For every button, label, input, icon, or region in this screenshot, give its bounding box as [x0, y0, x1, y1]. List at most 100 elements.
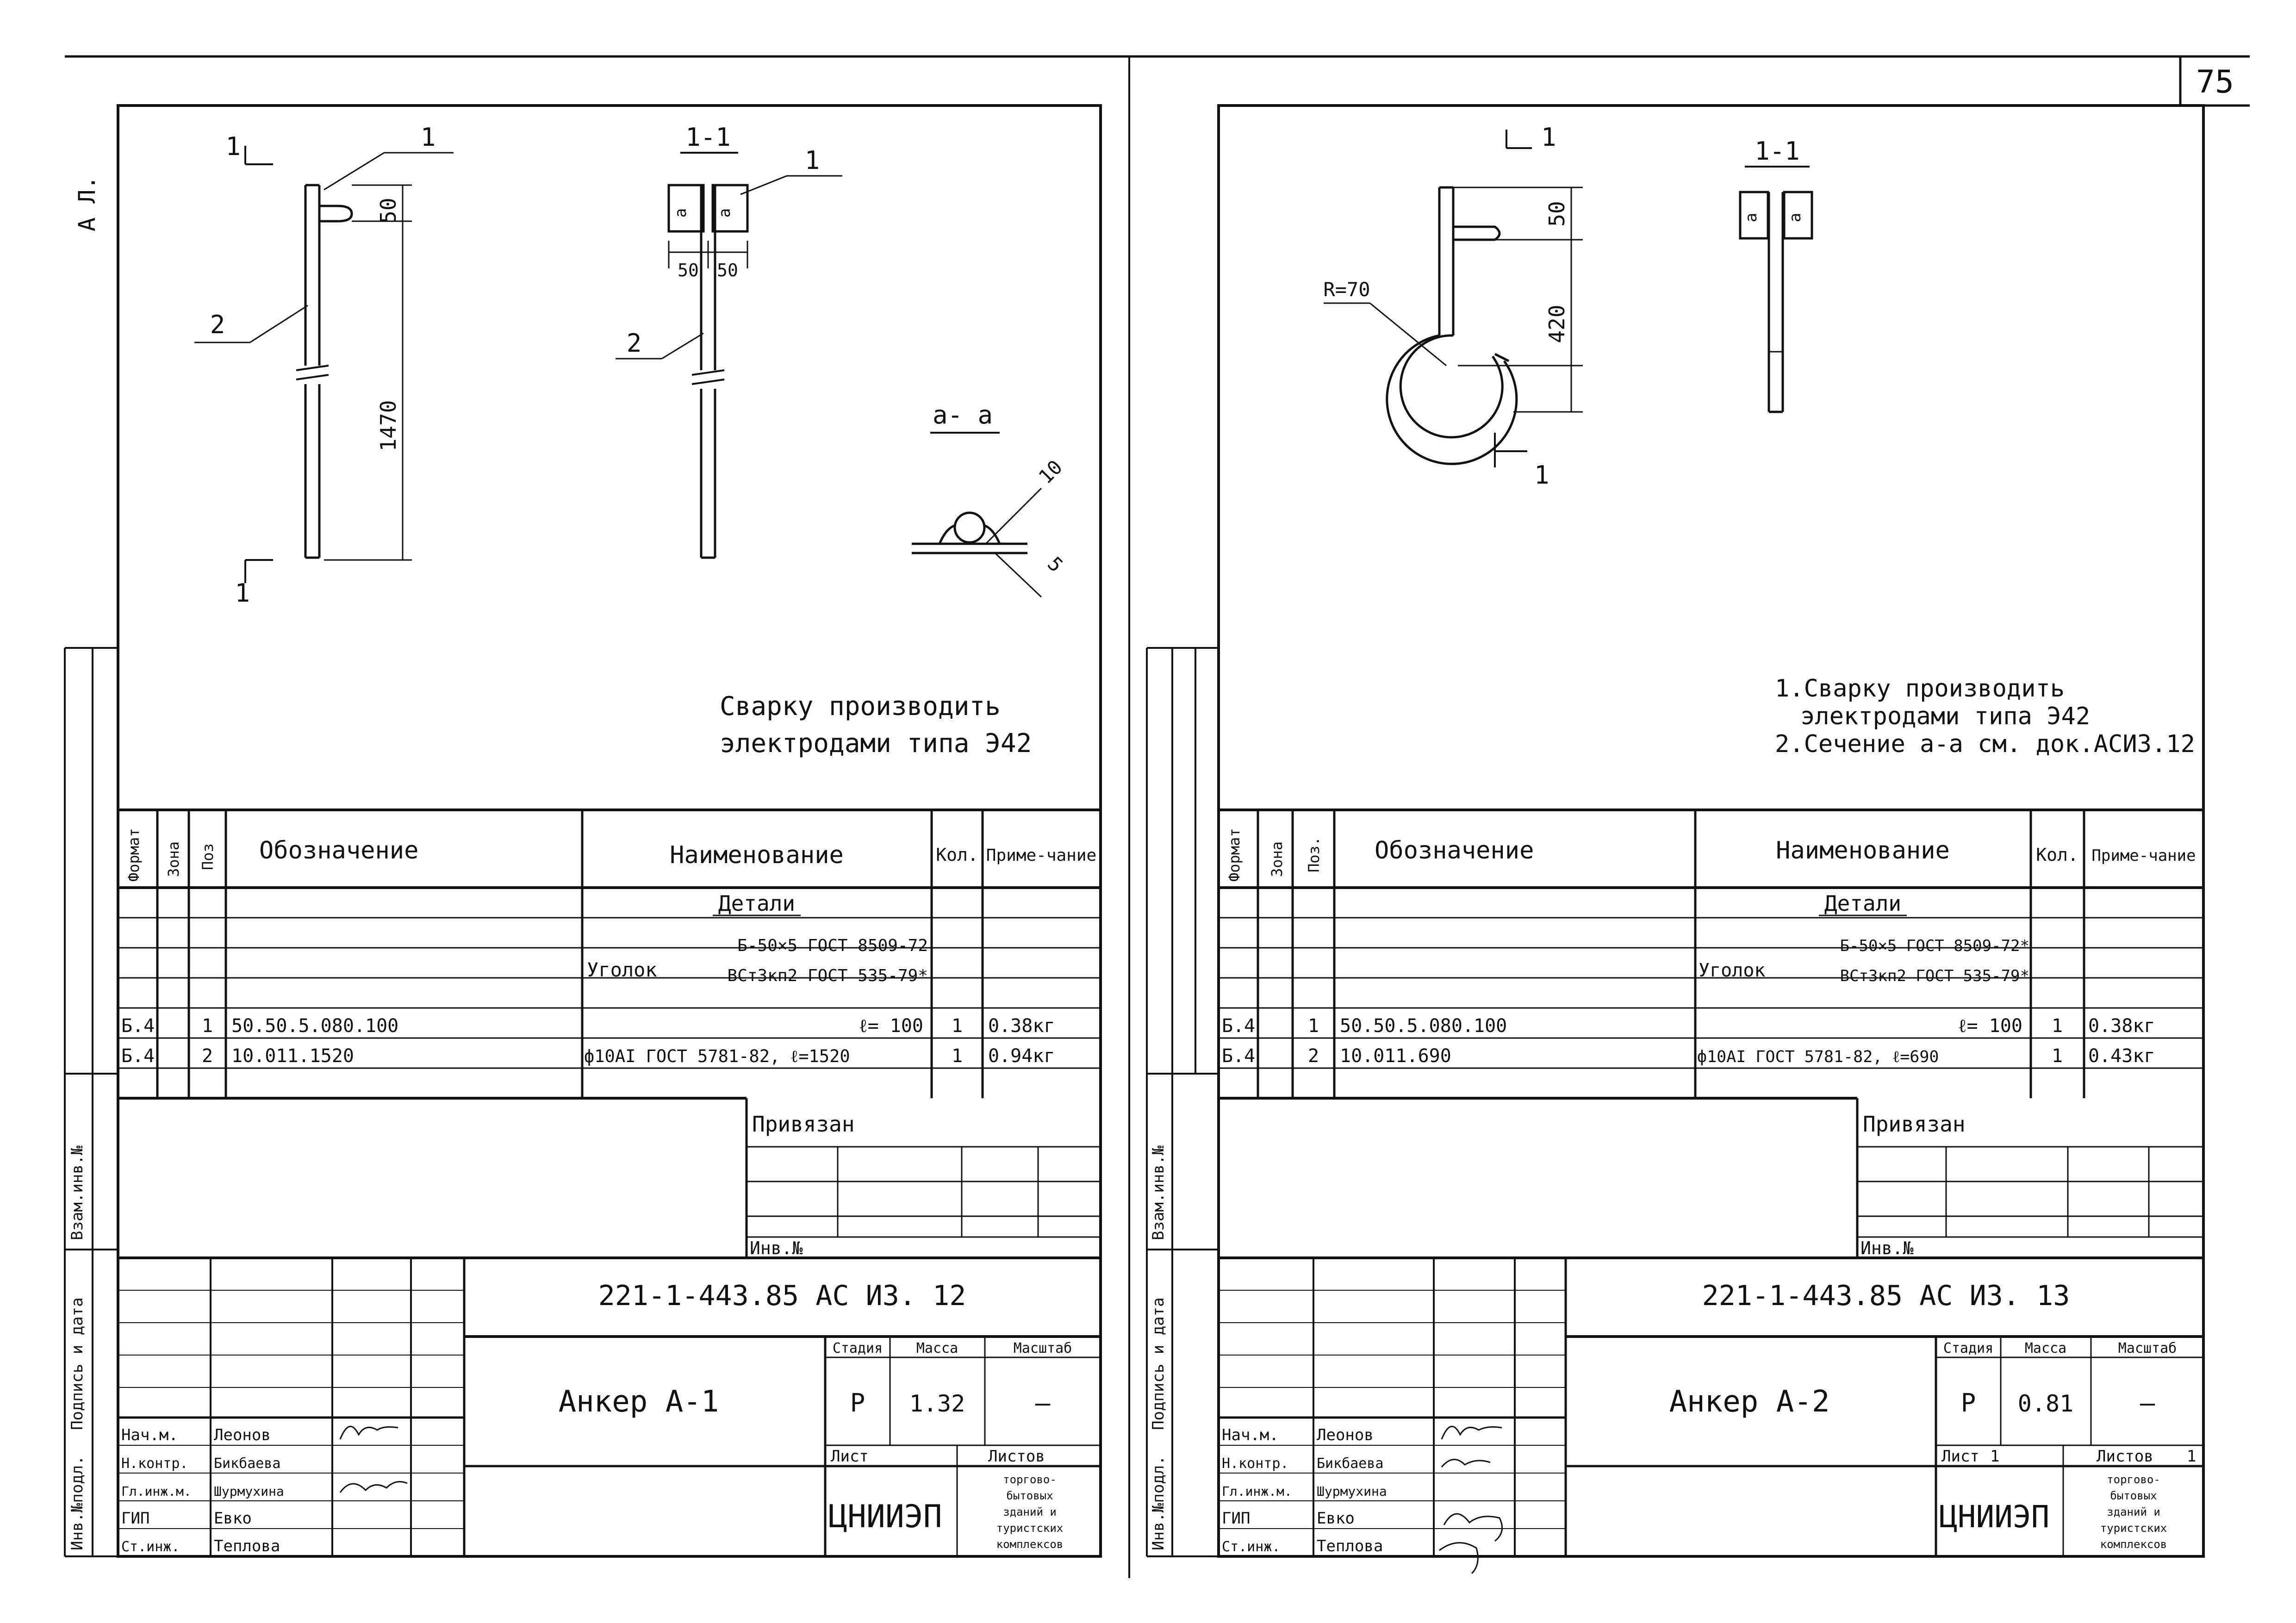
sheets-header: Листов [2097, 1447, 2153, 1466]
spec-section-title: Детали [1824, 891, 1901, 916]
row1-note: 0.38кг [2088, 1015, 2155, 1037]
anchor-a2-view-1-1: 1-1 а а [1739, 137, 1813, 413]
role-4: ГИП [1222, 1509, 1250, 1528]
name-3: Шурмухина [214, 1484, 284, 1499]
row1-note: 0.38кг [988, 1015, 1055, 1037]
angle-line-2: ВСт3кп2 ГОСТ 535-79* [1840, 967, 2029, 985]
role-3: Гл.инж.м. [121, 1484, 192, 1499]
col-zone-header: Зона [1268, 841, 1286, 877]
page-number: 75 [2196, 64, 2234, 100]
table-row: Б.4 2 10.011.690 ф10АI ГОСТ 5781-82, ℓ=6… [1222, 1045, 2155, 1067]
dim-length: 1470 [376, 400, 401, 452]
col-pos-header: Поз. [1305, 837, 1323, 872]
note-line-1: Сварку производить [720, 691, 1001, 721]
org-sub-2: бытовых [1006, 1489, 1053, 1502]
col-format-header: Формат [125, 828, 143, 882]
bound-title: Привязан [752, 1112, 855, 1137]
note-line-3: 2.Сечение а-а см. док.АСИЗ.12 [1775, 730, 2195, 758]
angle-label: Уголок [587, 958, 657, 981]
anchor-a1-view-1-1: 1-1 а а 50 50 1 2 [616, 123, 842, 559]
col-qty-header: Кол. [2036, 845, 2078, 865]
sheet-frame [117, 104, 1102, 1558]
sheets-value: 1 [2187, 1447, 2196, 1466]
part-title: Анкер А-2 [1669, 1385, 1830, 1419]
row2-designation: 10.011.690 [1340, 1045, 1451, 1067]
sheets-header: Листов [988, 1447, 1045, 1466]
dim-w2: 50 [717, 260, 738, 280]
name-3: Шурмухина [1317, 1484, 1387, 1499]
col-format-header: Формат [1226, 828, 1243, 882]
note-line-2: электродами типа Э42 [720, 728, 1032, 759]
doc-code: 221-1-443.85 АС ИЗ. 13 [1702, 1280, 2070, 1312]
callout-1-view: 1 [805, 146, 820, 175]
cut-mark-bottom: 1 [1534, 460, 1549, 490]
weld-label-right: а [1786, 213, 1804, 222]
side-label-sign: Подпись и дата [68, 1297, 87, 1430]
col-designation-header: Обозначение [1375, 837, 1534, 864]
row2-format: Б.4 [121, 1045, 155, 1067]
stage-header: Стадия [1943, 1340, 1993, 1356]
row1-format: Б.4 [121, 1015, 155, 1037]
scale-value: — [1035, 1388, 1051, 1418]
page-number-box: 75 [2179, 56, 2250, 107]
row1-designation: 50.50.5.080.100 [1340, 1015, 1507, 1037]
org-sub-3: зданий и [1003, 1505, 1057, 1518]
row1-format: Б.4 [1222, 1015, 1255, 1037]
anchor-a1-elevation: 1 1 1 2 50 1470 [194, 123, 454, 608]
name-5: Теплова [1317, 1537, 1383, 1555]
name-4: Евко [214, 1509, 252, 1528]
table-row: Б.4 2 10.011.1520 ф10АI ГОСТ 5781-82, ℓ=… [121, 1045, 1055, 1067]
org-sub-5: комплексов [996, 1538, 1064, 1551]
signature-1 [1441, 1425, 1502, 1440]
spec-table: Формат Зона Поз. Обозначение Наименовани… [1219, 808, 2203, 1100]
row1-designation: 50.50.5.080.100 [231, 1015, 398, 1037]
angle-line-2: ВСт3кп2 ГОСТ 535-79* [728, 966, 928, 985]
name-2: Бикбаева [1317, 1455, 1384, 1472]
name-1: Леонов [1317, 1426, 1374, 1444]
row2-qty: 1 [952, 1045, 963, 1067]
name-5: Теплова [214, 1537, 280, 1555]
cut-mark-top: 1 [225, 132, 241, 161]
spec-table: Формат Зона Поз Обозначение Наименование… [118, 808, 1101, 1100]
role-5: Ст.инж. [121, 1539, 180, 1555]
signature-2 [339, 1481, 408, 1493]
sheet-value: 1 [1990, 1447, 1999, 1466]
row1-pos: 1 [1308, 1015, 1319, 1037]
anchor-a2-elevation: R=70 1 1 50 420 [1323, 123, 1583, 490]
col-qty-header: Кол. [936, 845, 978, 865]
dim-length: 420 [1544, 305, 1569, 343]
row2-note: 0.43кг [2088, 1045, 2155, 1067]
callout-1: 1 [421, 123, 436, 152]
signature-5 [1439, 1542, 1479, 1574]
row2-format: Б.4 [1222, 1045, 1255, 1067]
mass-value: 0.81 [2018, 1390, 2073, 1417]
side-label-replace: Взам.инв.№ [1149, 1145, 1168, 1240]
part-title: Анкер А-1 [559, 1385, 719, 1419]
role-4: ГИП [121, 1509, 149, 1528]
row1-qty: 1 [952, 1015, 963, 1037]
signature-2 [1441, 1459, 1491, 1468]
role-5: Ст.инж. [1222, 1539, 1280, 1555]
side-label-inv: Инв.№подл. [1149, 1455, 1168, 1550]
scale-value: — [2140, 1388, 2155, 1418]
mass-header: Масса [916, 1340, 958, 1356]
cut-mark-top: 1 [1541, 123, 1556, 152]
org-sub-1: торгово- [2107, 1473, 2160, 1486]
bound-title: Привязан [1863, 1112, 1966, 1137]
angle-line-1: Б-50×5 ГОСТ 8509-72* [1840, 937, 2029, 955]
row1-name: ℓ= 100 [859, 1015, 923, 1037]
mass-value: 1.32 [909, 1390, 965, 1417]
section-a-a: а- а 10 5 [912, 400, 1068, 598]
bound-block: Привязан Инв.№ [1856, 1098, 2203, 1258]
dim-top: 50 [376, 198, 401, 223]
col-designation-header: Обозначение [259, 837, 418, 864]
role-2: Н.контр. [121, 1455, 188, 1472]
note-line-2: электродами типа Э42 [1800, 703, 2090, 730]
row1-pos: 1 [202, 1015, 213, 1037]
view-label: 1-1 [685, 123, 731, 152]
role-2: Н.контр. [1222, 1455, 1289, 1472]
spec-section-title: Детали [718, 891, 795, 916]
row2-pos: 2 [202, 1045, 213, 1067]
angle-label: Уголок [1699, 960, 1766, 981]
